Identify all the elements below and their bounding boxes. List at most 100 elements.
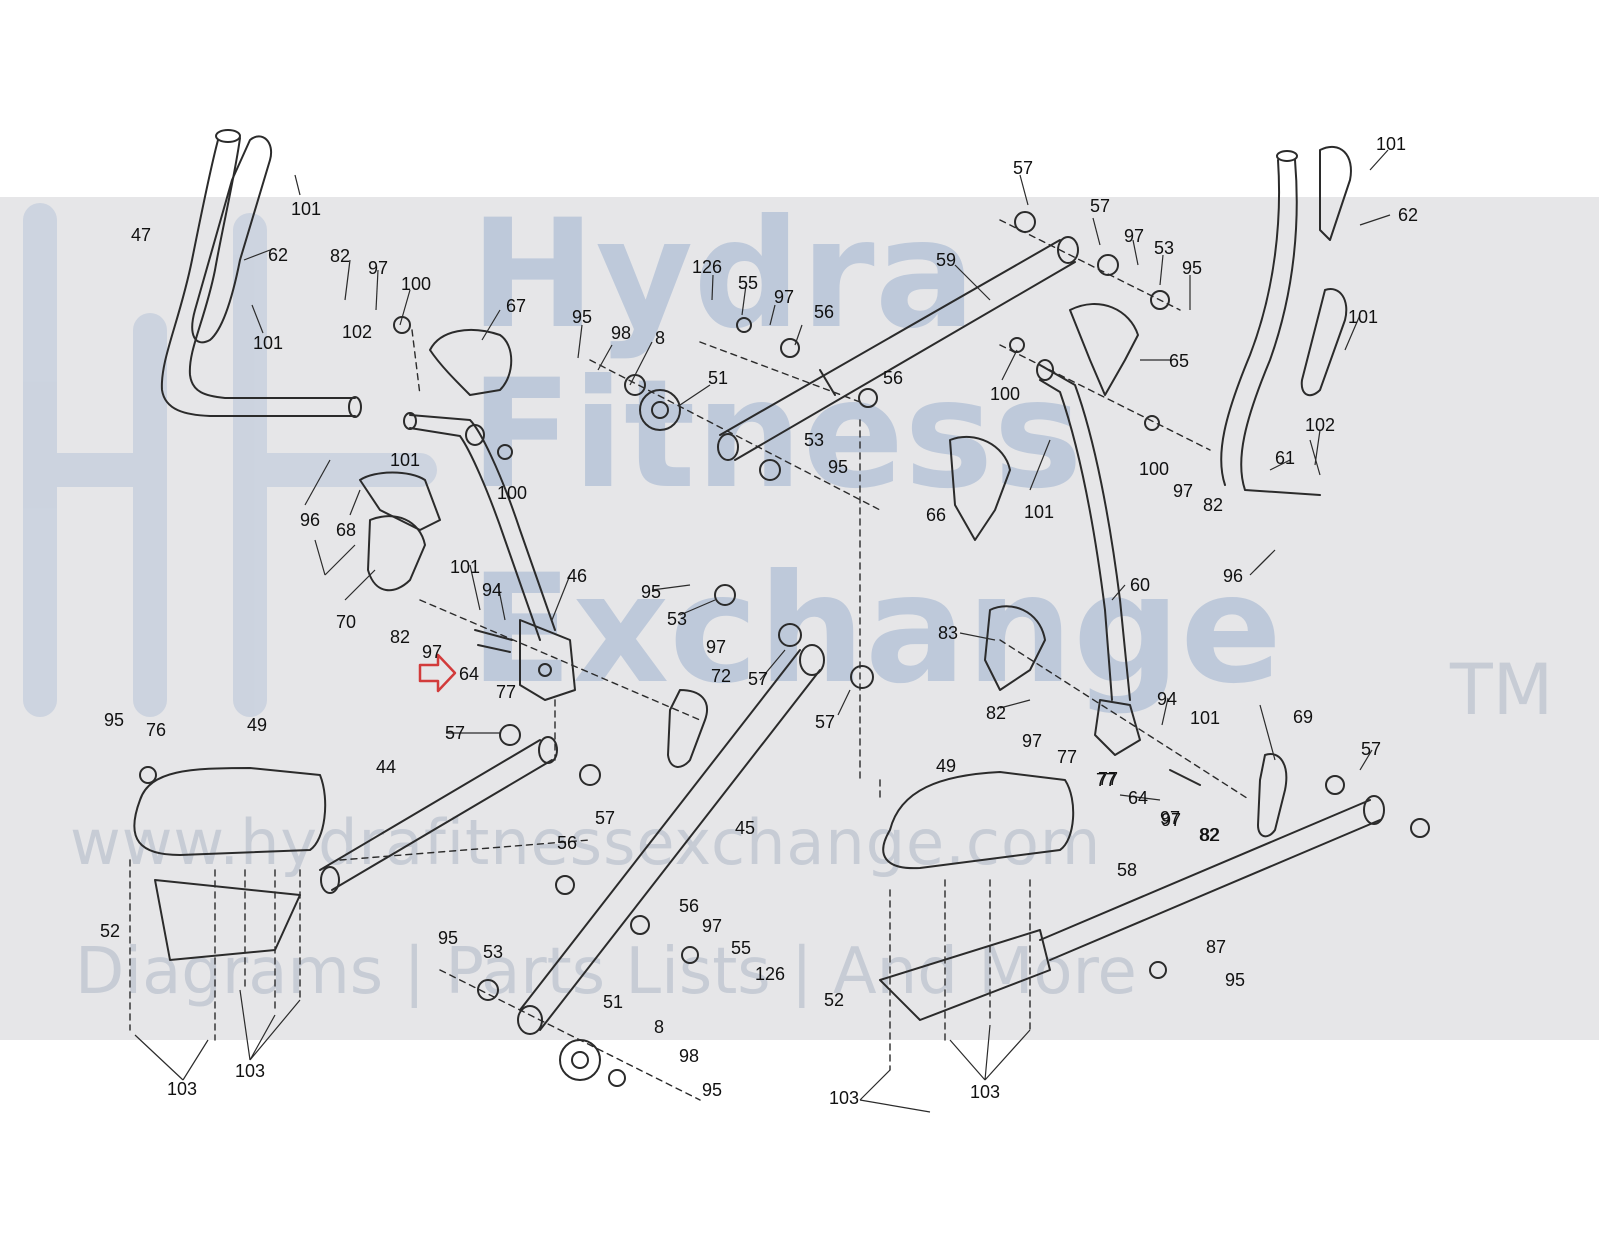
watermark-trademark: TM bbox=[1450, 649, 1554, 731]
left-pedal-49 bbox=[133, 767, 327, 961]
callout-label: 100 bbox=[1138, 459, 1170, 479]
callout-label: 95 bbox=[571, 307, 593, 327]
callout-label: 83 bbox=[937, 623, 959, 643]
callout-label: 97 bbox=[701, 916, 723, 936]
callout-label: 62 bbox=[1397, 205, 1419, 225]
right-handlebar-61 bbox=[1220, 145, 1352, 496]
callout-label: 97 bbox=[1123, 226, 1145, 246]
cover-70 bbox=[367, 515, 426, 592]
cover-69 bbox=[1257, 753, 1288, 838]
callout-label: 70 bbox=[335, 612, 357, 632]
washers bbox=[139, 290, 1170, 1087]
callout-label: 102 bbox=[341, 322, 373, 342]
callout-label: 46 bbox=[566, 566, 588, 586]
callout-label: 103 bbox=[234, 1061, 266, 1081]
left-handlebar-47 bbox=[160, 129, 362, 418]
callout-label: 101 bbox=[1189, 708, 1221, 728]
callout-label: 51 bbox=[602, 992, 624, 1012]
callout-label: 49 bbox=[246, 715, 268, 735]
callout-label: 95 bbox=[1224, 970, 1246, 990]
callout-label: 96 bbox=[1222, 566, 1244, 586]
callout-label: 97 bbox=[1160, 810, 1182, 830]
callout-label: 126 bbox=[691, 257, 723, 277]
callout-label: 53 bbox=[1153, 238, 1175, 258]
callout-label: 97 bbox=[1172, 481, 1194, 501]
callout-label: 65 bbox=[1168, 351, 1190, 371]
watermark-line-hydra: Hydra bbox=[470, 188, 976, 362]
callout-label: 94 bbox=[481, 580, 503, 600]
callout-label: 68 bbox=[335, 520, 357, 540]
callout-label: 72 bbox=[710, 666, 732, 686]
callout-label: 56 bbox=[556, 833, 578, 853]
center-arm-45 bbox=[517, 644, 825, 1035]
wheels-and-bearings bbox=[393, 211, 1430, 1081]
callout-label: 101 bbox=[252, 333, 284, 353]
callout-label: 77 bbox=[1097, 769, 1119, 789]
callout-label: 82 bbox=[1198, 825, 1220, 845]
pin-64-left bbox=[474, 629, 513, 653]
left-pedal-arm-44 bbox=[319, 736, 558, 894]
callout-label: 126 bbox=[754, 964, 786, 984]
callout-label: 97 bbox=[773, 287, 795, 307]
cover-65 bbox=[1069, 303, 1139, 396]
rear-pivot-tube-59 bbox=[717, 236, 1079, 461]
callout-label: 98 bbox=[610, 323, 632, 343]
callout-label: 82 bbox=[985, 703, 1007, 723]
callout-label: 52 bbox=[99, 921, 121, 941]
callout-label: 66 bbox=[925, 505, 947, 525]
callout-label: 103 bbox=[828, 1088, 860, 1108]
callout-label: 56 bbox=[678, 896, 700, 916]
callout-label: 87 bbox=[1205, 937, 1227, 957]
callout-label: 51 bbox=[707, 368, 729, 388]
callout-label: 61 bbox=[1274, 448, 1296, 468]
callout-label: 49 bbox=[935, 756, 957, 776]
callout-label: 64 bbox=[1127, 788, 1149, 808]
callout-label: 95 bbox=[1181, 258, 1203, 278]
indicator-arrow-icon bbox=[418, 653, 457, 693]
callout-label: 56 bbox=[813, 302, 835, 322]
callout-label: 57 bbox=[747, 669, 769, 689]
callout-label: 67 bbox=[505, 296, 527, 316]
callout-label: 8 bbox=[654, 328, 666, 348]
callout-label: 64 bbox=[458, 664, 480, 684]
callout-label: 101 bbox=[1023, 502, 1055, 522]
callout-label: 101 bbox=[1375, 134, 1407, 154]
callout-label: 45 bbox=[734, 818, 756, 838]
callout-label: 56 bbox=[882, 368, 904, 388]
watermark-logo-mark bbox=[23, 203, 437, 717]
callout-label: 95 bbox=[701, 1080, 723, 1100]
callout-label: 8 bbox=[653, 1017, 665, 1037]
callout-label: 53 bbox=[803, 430, 825, 450]
watermark-tagline: Diagrams | Parts Lists | And More bbox=[75, 935, 1137, 1009]
callout-label: 57 bbox=[594, 808, 616, 828]
right-pedal-arm-58 bbox=[1039, 795, 1385, 961]
callout-label: 77 bbox=[1056, 747, 1078, 767]
watermark-url: www.hydrafitnessexchange.com bbox=[70, 806, 1102, 879]
callout-label: 95 bbox=[437, 928, 459, 948]
callout-label: 101 bbox=[1347, 307, 1379, 327]
callout-label: 55 bbox=[737, 273, 759, 293]
callout-label: 101 bbox=[290, 199, 322, 219]
callout-label: 69 bbox=[1292, 707, 1314, 727]
cover-68 bbox=[359, 471, 441, 531]
callout-label: 97 bbox=[1021, 731, 1043, 751]
cover-67 bbox=[429, 329, 513, 396]
callout-label: 100 bbox=[989, 384, 1021, 404]
callout-label: 95 bbox=[640, 582, 662, 602]
callout-label: 100 bbox=[496, 483, 528, 503]
callout-label: 101 bbox=[449, 557, 481, 577]
callout-label: 57 bbox=[444, 723, 466, 743]
callout-label: 53 bbox=[482, 942, 504, 962]
callout-label: 55 bbox=[730, 938, 752, 958]
callout-label: 95 bbox=[827, 457, 849, 477]
callout-label: 101 bbox=[389, 450, 421, 470]
cover-72 bbox=[667, 689, 708, 768]
callout-label: 97 bbox=[421, 642, 443, 662]
callout-label: 82 bbox=[1199, 825, 1221, 845]
callout-label: 62 bbox=[267, 245, 289, 265]
callout-label: 77 bbox=[495, 682, 517, 702]
callout-label: 53 bbox=[666, 609, 688, 629]
callout-label: 97 bbox=[1159, 808, 1181, 828]
callout-label: 57 bbox=[814, 712, 836, 732]
